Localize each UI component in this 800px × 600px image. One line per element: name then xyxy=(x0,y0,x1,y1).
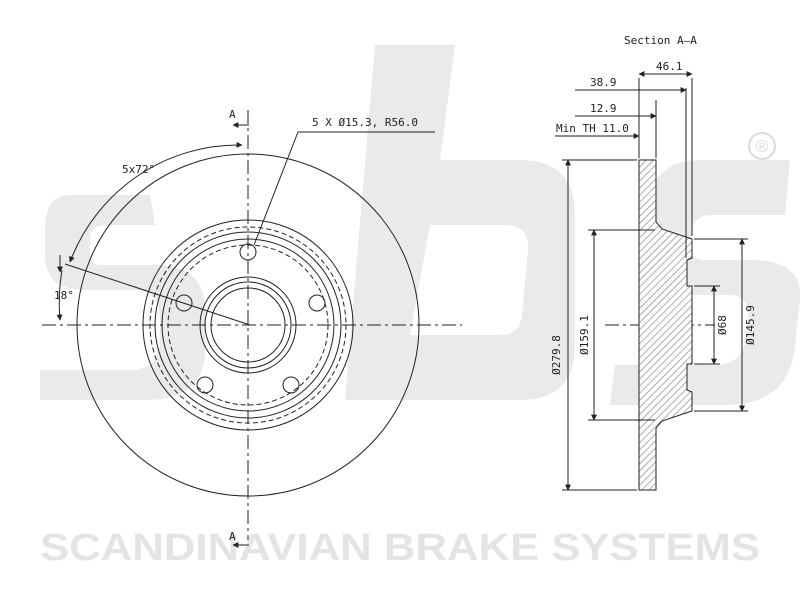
bolt-hole xyxy=(175,294,193,312)
hat-ring-2 xyxy=(149,226,347,424)
hub-ring xyxy=(199,276,297,374)
angular-pitch-label: 5x72° xyxy=(122,163,155,176)
bolt-pattern-leader xyxy=(253,131,299,246)
bolt-hole xyxy=(196,376,214,394)
brand-tagline: SCANDINAVIAN BRAKE SYSTEMS xyxy=(40,527,760,569)
bolt-hole xyxy=(308,294,326,312)
dim-label-min-thickness: Min TH 11.0 xyxy=(556,122,629,135)
section-marker-bottom: A xyxy=(229,530,236,543)
front-view xyxy=(42,110,462,548)
dim-label-hat-depth: 38.9 xyxy=(590,76,617,89)
dim-label-disc-thickness: 12.9 xyxy=(590,102,617,115)
dim-label-center-bore: Ø68 xyxy=(716,315,729,335)
registered-mark: ® xyxy=(756,137,769,156)
section-view-labels: Section A–A 46.1 38.9 12.9 Min TH 11.0 Ø… xyxy=(550,34,757,375)
pitch-radial-line xyxy=(64,263,251,326)
hat-outer-ring xyxy=(142,219,354,431)
dim-label-outer-diameter: Ø279.8 xyxy=(550,335,563,375)
hat-ring-5 xyxy=(167,244,329,406)
section-title: Section A–A xyxy=(624,34,697,47)
sbs-watermark: ® SCANDINAVIAN BRAKE SYSTEMS xyxy=(40,45,800,569)
bolt-pattern-label: 5 X Ø15.3, R56.0 xyxy=(312,116,418,129)
dim-label-friction-inner-diameter: Ø159.1 xyxy=(578,315,591,355)
center-bore xyxy=(210,287,286,363)
disc-outer-edge xyxy=(76,153,420,497)
dim-label-hat-diameter: Ø145.9 xyxy=(744,305,757,345)
hat-ring-3 xyxy=(154,231,342,419)
watermark-letter-b xyxy=(345,45,575,400)
bolt-hole xyxy=(282,376,300,394)
pitch-arc xyxy=(69,141,243,263)
front-view-labels: A A 5 X Ø15.3, R56.0 5x72° 18° xyxy=(54,108,418,543)
watermark-letter-s2 xyxy=(610,160,800,405)
dim-label-overall-height: 46.1 xyxy=(656,60,683,73)
offset-angle-label: 18° xyxy=(54,289,74,302)
center-bore-outer xyxy=(204,281,292,369)
section-view xyxy=(555,71,748,491)
disc-profile xyxy=(638,159,693,491)
registered-mark-ring xyxy=(748,132,776,160)
section-marker-top: A xyxy=(229,108,236,121)
hat-ring-4 xyxy=(161,238,335,412)
